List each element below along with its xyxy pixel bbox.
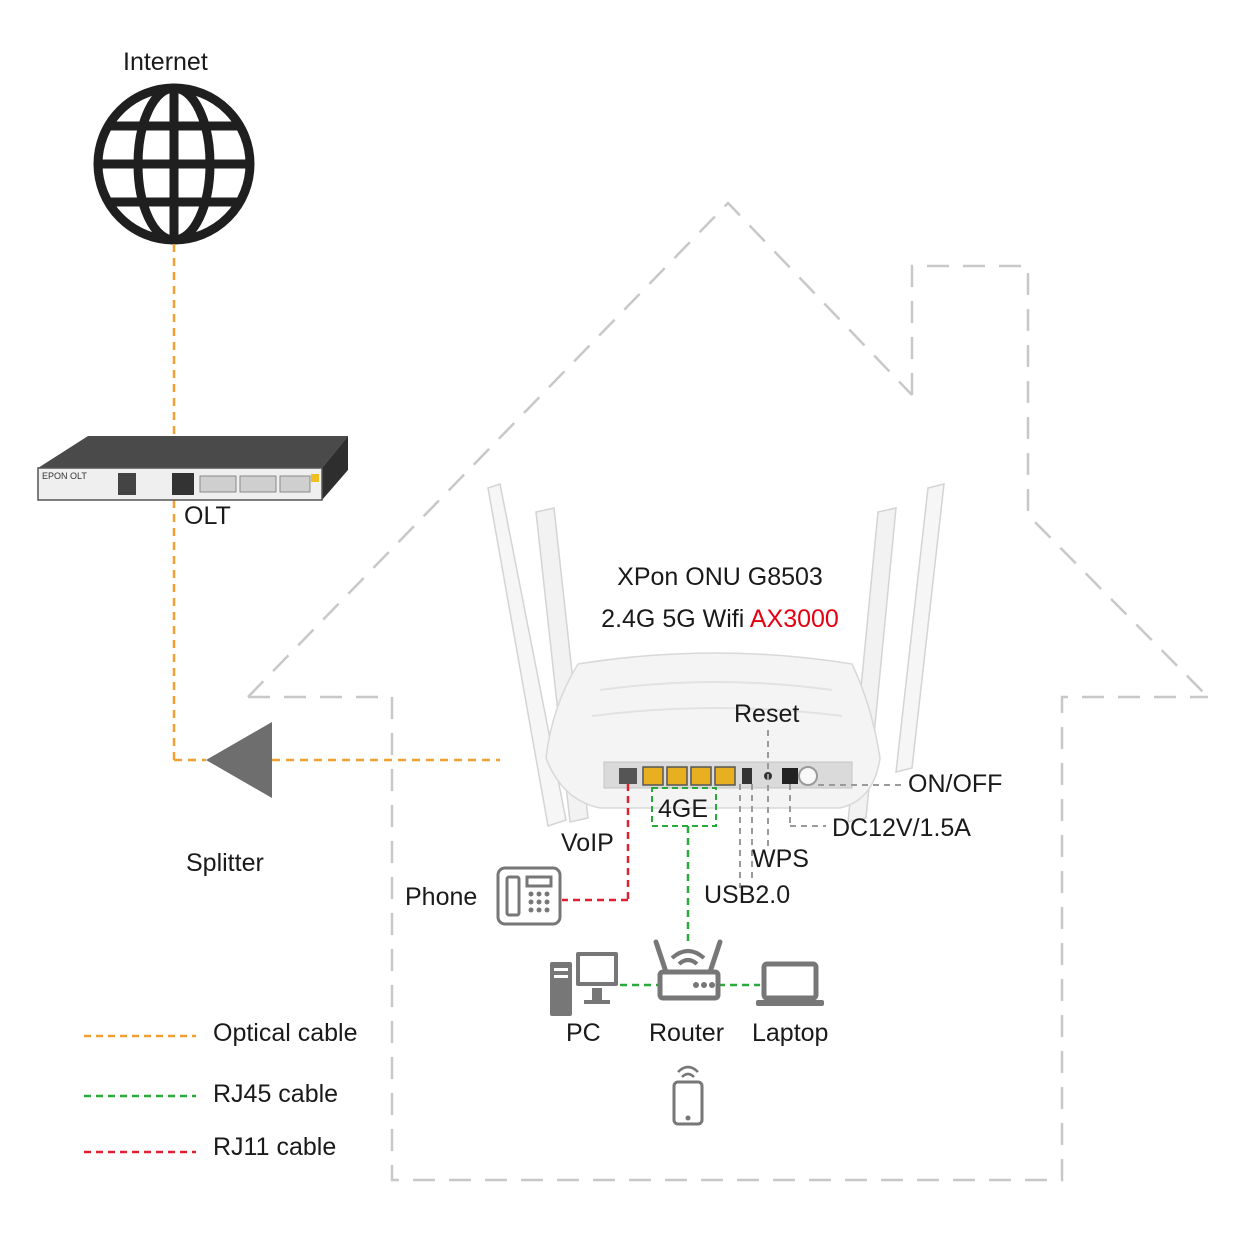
reset-label: Reset bbox=[734, 700, 800, 728]
laptop-icon bbox=[756, 961, 824, 1006]
dc-power-label: DC12V/1.5A bbox=[832, 814, 971, 842]
wps-label: WPS bbox=[752, 845, 809, 873]
4ge-label: 4GE bbox=[658, 795, 709, 823]
olt-device-icon bbox=[37, 436, 348, 501]
device-title-line2: 2.4G 5G Wifi AX3000 bbox=[540, 604, 900, 634]
router-label: Router bbox=[649, 1019, 725, 1047]
olt-panel-text: EPON OLT bbox=[42, 471, 87, 481]
phone-label: Phone bbox=[405, 883, 478, 911]
splitter-icon bbox=[206, 722, 272, 798]
usb-label: USB2.0 bbox=[704, 881, 791, 909]
legend-lines bbox=[84, 1034, 196, 1154]
onu-router-icon bbox=[487, 483, 945, 827]
device-title-accent: AX3000 bbox=[749, 605, 839, 633]
router-icon bbox=[653, 939, 723, 1001]
legend-label-rj45: RJ45 cable bbox=[213, 1080, 339, 1108]
port-leader-lines bbox=[739, 730, 906, 888]
on-off-label: ON/OFF bbox=[908, 770, 1003, 798]
optical-cable-lines bbox=[172, 244, 500, 762]
voip-label: VoIP bbox=[561, 829, 614, 857]
legend-label-optical: Optical cable bbox=[213, 1019, 358, 1047]
olt-label: OLT bbox=[184, 502, 231, 530]
smartphone-icon bbox=[672, 1065, 704, 1126]
internet-label: Internet bbox=[123, 48, 208, 76]
device-title-spec: 2.4G 5G Wifi bbox=[601, 605, 750, 633]
rj45-cable-lines bbox=[620, 826, 760, 987]
splitter-label: Splitter bbox=[186, 849, 264, 877]
pc-label: PC bbox=[566, 1019, 601, 1047]
rj11-cable-lines bbox=[562, 784, 630, 902]
legend-label-rj11: RJ11 cable bbox=[213, 1133, 337, 1161]
laptop-label: Laptop bbox=[752, 1019, 829, 1047]
device-title-line1: XPon ONU G8503 bbox=[617, 563, 823, 591]
pc-icon bbox=[550, 952, 618, 1016]
house-outline bbox=[247, 201, 1209, 1182]
4ge-bracket bbox=[651, 787, 717, 827]
phone-icon bbox=[496, 866, 562, 926]
globe-icon bbox=[93, 83, 255, 245]
